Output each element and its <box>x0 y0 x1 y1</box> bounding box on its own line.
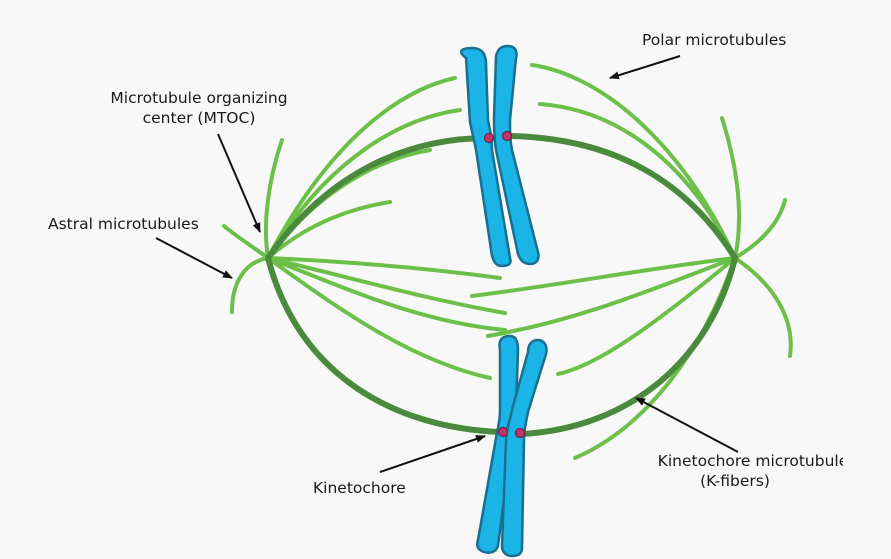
bottom-chromosome <box>476 334 548 558</box>
polar-microtubule <box>558 138 737 260</box>
arrow-mtoc <box>217 133 261 233</box>
annotation-arrows <box>155 55 739 473</box>
polar-microtubule <box>266 256 507 332</box>
chromatid-right <box>500 338 548 558</box>
label-mtoc-line1: Microtubule organizing <box>110 89 288 107</box>
label-polar-microtubules: Polar microtubules <box>642 31 787 49</box>
kinetochore-fiber <box>507 133 738 261</box>
label-kinetochore-microtubules: Kinetochore microtubules (K-fibers) <box>632 451 882 491</box>
chromatid-right <box>492 44 540 266</box>
kinetochore <box>497 426 509 438</box>
astral-microtubule <box>230 256 270 314</box>
polar-microtubule <box>486 256 737 338</box>
label-kinetochore-microtubules-line1: Kinetochore microtubules <box>657 452 857 470</box>
astral-microtubule <box>222 224 270 260</box>
polar-microtubule <box>266 76 457 260</box>
label-mtoc-line2: center (MTOC) <box>142 109 256 127</box>
polar-microtubule <box>266 256 502 280</box>
polar-microtubule <box>538 102 737 260</box>
polar-microtubule <box>266 200 392 260</box>
polar-microtubule <box>266 148 432 260</box>
kinetochore-fiber <box>265 135 491 261</box>
polar-microtubule <box>556 256 737 376</box>
polar-microtubule <box>470 256 737 298</box>
arrow-polar-microtubules <box>609 55 681 80</box>
image-crop-edge <box>843 0 891 559</box>
chromatid-left <box>459 46 512 268</box>
arrow-kinetochore <box>379 435 486 473</box>
chromatid-left <box>476 334 520 554</box>
polar-microtubule <box>266 256 492 380</box>
label-mtoc: Microtubule organizing center (MTOC) <box>94 88 304 128</box>
astral-microtubule <box>733 198 787 260</box>
kinetochore-fiber <box>265 255 503 435</box>
astral-microtubule <box>263 138 284 260</box>
astral-microtubule <box>720 116 742 260</box>
kinetochore-microtubules-group <box>265 133 738 437</box>
arrow-kinetochore-microtubules <box>635 397 739 453</box>
polar-microtubule <box>266 108 462 260</box>
label-kinetochore-microtubules-line2: (K-fibers) <box>700 472 770 490</box>
kinetochore <box>501 130 513 142</box>
kinetochore-fiber <box>519 255 738 437</box>
arrow-astral-microtubules <box>155 237 233 279</box>
label-astral-microtubules: Astral microtubules <box>48 215 199 233</box>
kinetochore <box>514 427 526 439</box>
polar-microtubule <box>266 256 507 315</box>
label-kinetochore: Kinetochore <box>313 479 406 497</box>
astral-microtubule <box>733 256 793 358</box>
kinetochore <box>483 132 495 144</box>
top-chromosome <box>459 44 540 268</box>
